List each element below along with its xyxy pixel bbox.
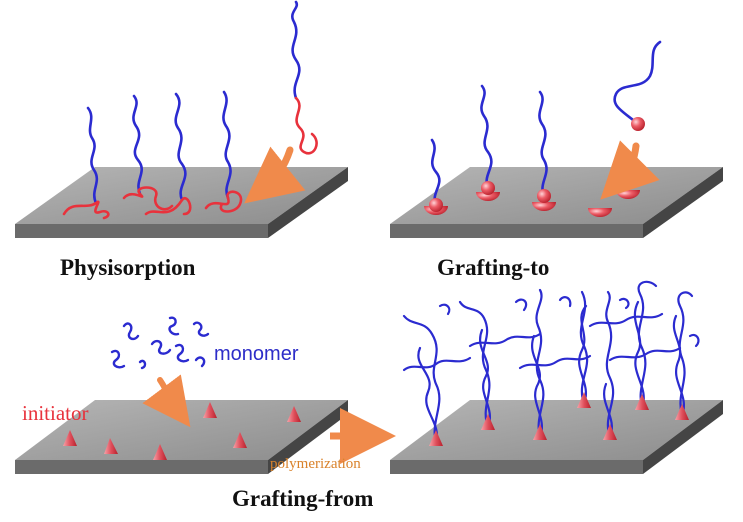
polymerization-label: polymerization bbox=[270, 456, 361, 472]
chain-end-bead bbox=[429, 117, 645, 212]
monomer-arrow bbox=[142, 374, 191, 428]
polymer-brush bbox=[402, 280, 700, 446]
physisorption-caption: Physisorption bbox=[60, 255, 196, 280]
grafting-from-brush-panel bbox=[390, 280, 723, 474]
grafting-from-caption: Grafting-from bbox=[232, 486, 373, 511]
polymer-chain bbox=[86, 0, 301, 205]
initiator-site bbox=[63, 402, 301, 460]
substrate-slab bbox=[390, 400, 723, 474]
grafting-to-caption: Grafting-to bbox=[437, 255, 549, 280]
monomer-label: monomer bbox=[214, 343, 299, 365]
grafting-to-panel: Grafting-to bbox=[390, 40, 723, 280]
monomer-group bbox=[110, 316, 210, 370]
initiator-label: initiator bbox=[22, 401, 89, 425]
initiator-site bbox=[429, 392, 689, 446]
grafting-arrow bbox=[600, 140, 660, 200]
grafting-from-initiator-panel: monomer initiator polymerization bbox=[15, 316, 396, 474]
physisorption-panel: Physisorption bbox=[15, 0, 348, 280]
adsorption-arrow bbox=[244, 146, 306, 204]
grafted-chain bbox=[430, 40, 662, 208]
substrate-slab bbox=[15, 400, 348, 474]
adsorbed-segment bbox=[62, 96, 318, 220]
